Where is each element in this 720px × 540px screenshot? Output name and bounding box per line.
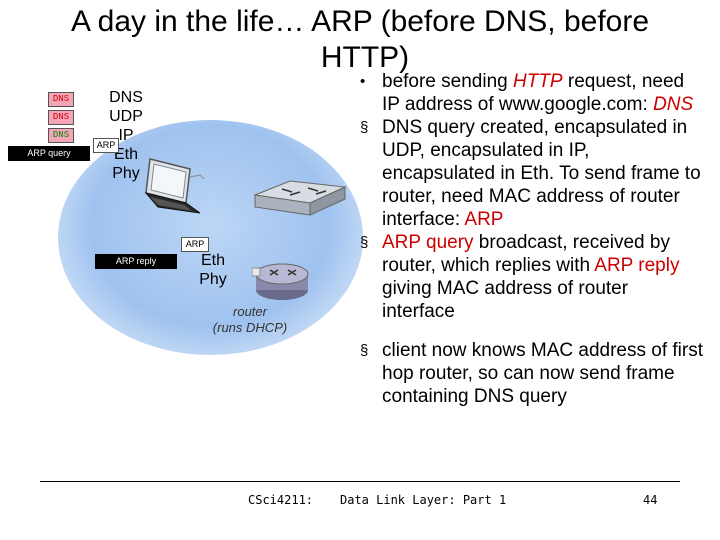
- router-label-line2: (runs DHCP): [212, 320, 288, 335]
- router-label: router (runs DHCP): [200, 304, 300, 336]
- switch-icon: [253, 180, 347, 216]
- router-layer-stack: Eth Phy: [196, 251, 230, 289]
- bullet-item: § ARP query broadcast, received by router…: [360, 231, 705, 323]
- bullet-item: • before sending HTTP request, need IP ad…: [360, 70, 705, 116]
- bullet-mark: §: [360, 234, 369, 251]
- slide-title-line2: HTTP): [320, 41, 410, 74]
- bullet-text: giving MAC address of router interface: [382, 278, 629, 322]
- bullet-text: broadcast, received by router, which rep…: [382, 232, 670, 276]
- bullet-text: before sending: [382, 71, 513, 92]
- arp-query-box: ARP query: [8, 146, 90, 161]
- bullet-list: • before sending HTTP request, need IP ad…: [360, 70, 705, 408]
- layer-dns: DNS: [109, 89, 143, 106]
- layer-phy: Phy: [199, 271, 227, 288]
- arp-reply-box: ARP reply: [95, 254, 177, 269]
- dns-message-box: DNS: [48, 92, 74, 107]
- bullet-text: HTTP: [513, 71, 563, 92]
- footer-page-number: 44: [643, 493, 658, 507]
- footer-topic: Data Link Layer: Part 1: [340, 493, 507, 507]
- layer-ip: IP: [118, 127, 134, 144]
- bullet-text: request, need IP address of www.google.c…: [382, 71, 685, 115]
- bullet-mark: •: [360, 73, 366, 90]
- router-arp-tag: ARP: [181, 237, 209, 252]
- layer-eth: Eth: [200, 252, 225, 269]
- client-arp-tag: ARP: [93, 138, 119, 153]
- bullet-mark: §: [360, 119, 369, 136]
- router-icon: [252, 263, 309, 300]
- dns-message-box: DNS: [48, 110, 74, 125]
- footer-course: CSci4211:: [248, 493, 314, 507]
- bullet-item: § DNS query created, encapsulated in UDP,…: [360, 116, 705, 231]
- bullet-text: ARP query: [382, 232, 474, 253]
- router-label-line1: router: [233, 304, 267, 319]
- client-layer-stack: DNS UDP IP Eth Phy: [100, 88, 152, 183]
- laptop-icon: [144, 158, 205, 214]
- layer-udp: UDP: [109, 108, 143, 125]
- dns-message-box: DNS: [48, 128, 74, 143]
- bullet-text: ARP: [464, 209, 504, 230]
- bullet-mark: §: [360, 342, 369, 359]
- bullet-text: ARP reply: [594, 255, 680, 276]
- bullet-text: DNS: [653, 94, 694, 115]
- bullet-text: DNS query created, encapsulated in UDP, …: [382, 117, 701, 230]
- layer-eth: Eth: [113, 146, 138, 163]
- slide-title-line1: A day in the life… ARP (before DNS, befo…: [70, 5, 650, 38]
- footer-divider: [40, 481, 680, 482]
- bullet-text: client now knows MAC address of first ho…: [382, 340, 704, 407]
- network-cloud: [58, 120, 363, 355]
- slide-title: A day in the life… ARP (before DNS, befo…: [0, 4, 720, 76]
- bullet-item: § client now knows MAC address of first h…: [360, 339, 705, 408]
- layer-phy: Phy: [112, 165, 140, 182]
